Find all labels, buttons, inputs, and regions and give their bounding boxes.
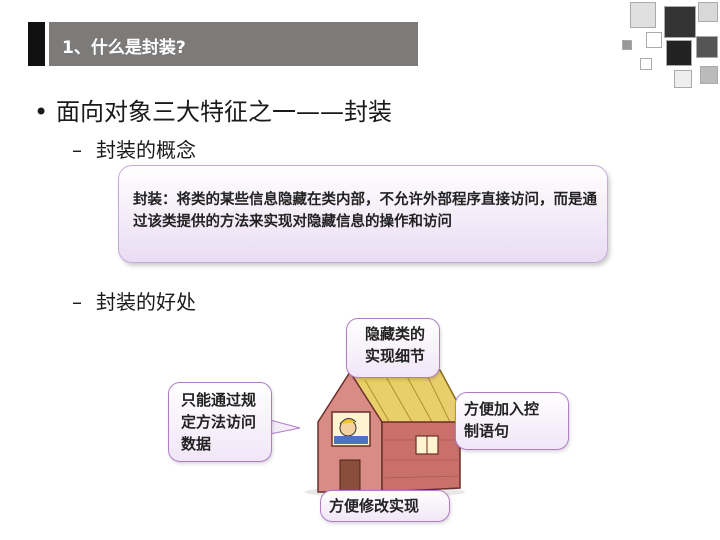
callout-hide-details-line1: 隐藏类的 xyxy=(347,319,439,345)
bullet-marker: • xyxy=(34,98,56,126)
callout-easy-modify-text: 方便修改实现 xyxy=(321,491,449,517)
slide-title: 1、什么是封装? xyxy=(62,33,186,58)
callout-control-statements-line2: 制语句 xyxy=(456,420,568,442)
sub-bullet-marker: – xyxy=(72,290,96,314)
callout-access-methods-line2: 定方法访问 xyxy=(169,411,271,433)
concept-box: 封装：将类的某些信息隐藏在类内部，不允许外部程序直接访问，而是通过该类提供的方法… xyxy=(118,165,608,263)
house-illustration xyxy=(290,360,480,500)
title-bar: 1、什么是封装? xyxy=(28,22,418,66)
sub-bullet-benefits-text: 封装的好处 xyxy=(96,290,196,314)
house-icon xyxy=(290,360,480,500)
callout-control-statements-line1: 方便加入控 xyxy=(456,393,568,420)
sub-bullet-concept: –封装的概念 xyxy=(72,134,196,163)
callout-easy-modify: 方便修改实现 xyxy=(320,490,450,522)
title-bar-dark-accent xyxy=(28,22,45,66)
sub-bullet-marker: – xyxy=(72,138,96,162)
main-bullet-text: 面向对象三大特征之一——封装 xyxy=(56,98,392,126)
deco-square xyxy=(664,6,696,38)
deco-square xyxy=(674,70,692,88)
callout-control-statements: 方便加入控 制语句 xyxy=(455,392,569,450)
main-bullet: •面向对象三大特征之一——封装 xyxy=(34,92,392,127)
callout-access-methods-line3: 数据 xyxy=(169,433,271,455)
deco-square xyxy=(698,2,718,22)
deco-square xyxy=(640,58,652,70)
sub-bullet-benefits: –封装的好处 xyxy=(72,286,196,315)
callout-hide-details-line2: 实现细节 xyxy=(347,345,439,367)
deco-square xyxy=(630,2,656,28)
title-bar-divider xyxy=(45,22,49,66)
deco-square xyxy=(666,40,692,66)
callout-access-methods-line1: 只能通过规 xyxy=(169,383,271,411)
callout-hide-details: 隐藏类的 实现细节 xyxy=(346,318,440,378)
concept-text: 封装：将类的某些信息隐藏在类内部，不允许外部程序直接访问，而是通过该类提供的方法… xyxy=(133,189,603,233)
deco-square xyxy=(696,36,718,58)
deco-square xyxy=(646,32,662,48)
callout-access-methods: 只能通过规 定方法访问 数据 xyxy=(168,382,272,462)
deco-square xyxy=(700,66,718,84)
deco-square xyxy=(622,40,632,50)
sub-bullet-concept-text: 封装的概念 xyxy=(96,138,196,162)
